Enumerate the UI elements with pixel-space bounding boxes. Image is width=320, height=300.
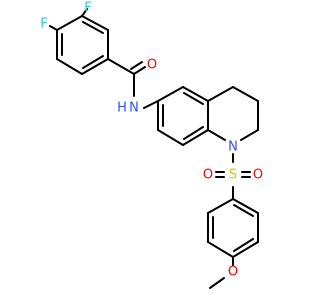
bond <box>81 58 109 75</box>
double-bond <box>233 238 254 252</box>
atom-label-methoxy-oxygen: O <box>228 265 238 280</box>
bond-carbonyl-o <box>133 66 146 75</box>
bond-c-f-upper <box>81 8 88 17</box>
double-bond <box>183 92 204 105</box>
bond <box>56 58 83 75</box>
bond <box>232 198 259 214</box>
bond-ring-carbonyl <box>107 58 135 75</box>
bond-carbonyl-o-double <box>130 61 143 70</box>
atom-label-amide-nitrogen: N <box>129 101 139 116</box>
difluorophenyl-ring <box>56 15 109 75</box>
bond <box>182 86 209 102</box>
bond <box>157 129 184 146</box>
atom-label-fluorine: F <box>40 17 47 32</box>
methoxyphenyl-ring <box>207 198 259 258</box>
double-bond <box>82 21 104 34</box>
double-bond <box>183 126 204 140</box>
atom-label-sulfonyl-oxygen: O <box>253 168 263 183</box>
atom-label-carbonyl-oxygen: O <box>147 58 157 73</box>
bond-n-ring <box>143 100 159 109</box>
bond <box>56 15 83 31</box>
atom-label-sulfur: S <box>229 168 237 183</box>
atom-label-fluorine: F <box>84 1 91 16</box>
bond <box>207 129 226 141</box>
bond-o-methyl <box>209 277 225 289</box>
bond <box>240 129 259 141</box>
atom-label-amide-hydrogen: H <box>117 101 127 116</box>
bond <box>182 129 209 146</box>
double-bond <box>82 55 104 69</box>
bond <box>232 241 259 258</box>
atom-label-ring-nitrogen: N <box>228 140 238 155</box>
molecule-diagram: F F O N H N S O O O <box>40 1 263 289</box>
bond <box>81 15 109 31</box>
bond <box>207 241 234 258</box>
tetrahydroquinoline-system <box>157 86 259 146</box>
double-bond <box>233 204 254 217</box>
bond <box>157 86 184 102</box>
bond-c-f-left <box>49 25 58 31</box>
atom-label-sulfonyl-oxygen: O <box>203 168 213 183</box>
bond <box>207 86 234 102</box>
bond <box>232 86 259 102</box>
bond <box>207 198 234 214</box>
structure-canvas: F F O N H N S O O O <box>40 1 263 289</box>
